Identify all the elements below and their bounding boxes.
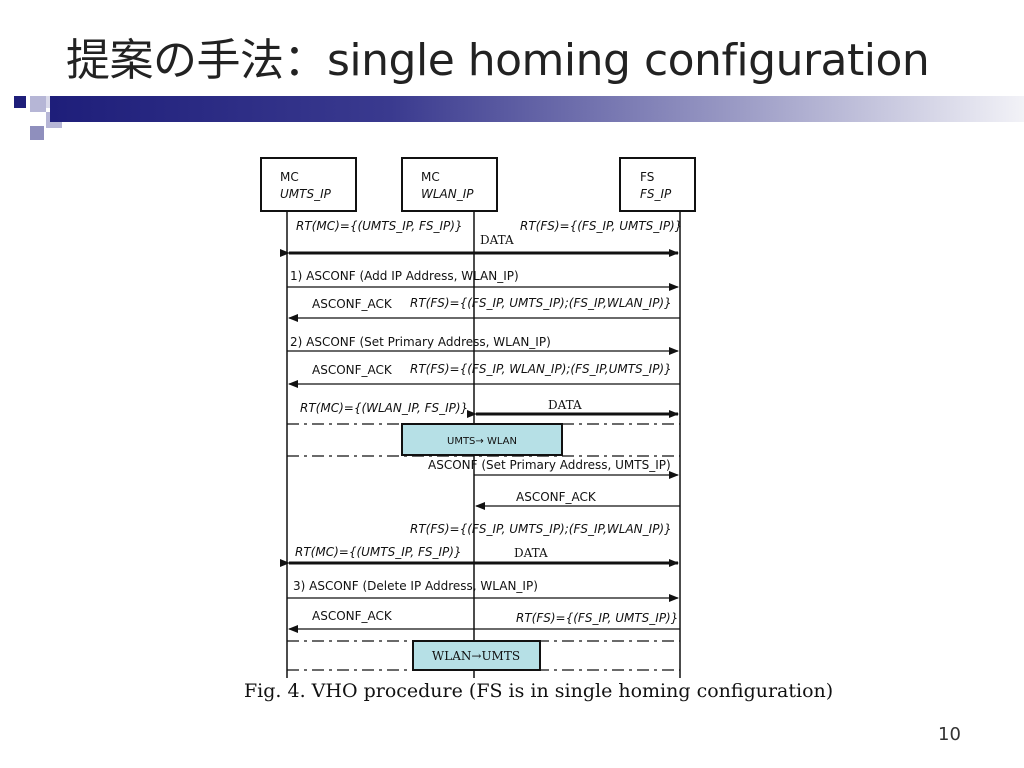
figure-caption: Fig. 4. VHO procedure (FS is in single h… (244, 680, 834, 702)
handover-box (412, 640, 541, 671)
routing-table-label: RT(FS)={(FS_IP, WLAN_IP);(FS_IP,UMTS_IP)… (410, 362, 672, 376)
entity-ip: WLAN_IP (421, 187, 474, 201)
ack-label: ASCONF_ACK (516, 490, 597, 504)
data-label: DATA (548, 398, 582, 412)
handover-label: UMTS→ WLAN (447, 436, 517, 447)
routing-table-label: RT(FS)={(FS_IP, UMTS_IP)} (520, 219, 682, 233)
message-label: 3) ASCONF (Delete IP Address, WLAN_IP) (293, 579, 538, 593)
message-label: 2) ASCONF (Set Primary Address, WLAN_IP) (290, 335, 551, 349)
entity-ip: FS_IP (640, 187, 672, 201)
routing-table-label: RT(MC)={(UMTS_IP, FS_IP)} (295, 545, 462, 559)
data-label: DATA (480, 233, 514, 247)
handover-box (401, 423, 563, 456)
deco-square (14, 96, 26, 108)
routing-table-label: RT(FS)={(FS_IP, UMTS_IP);(FS_IP,WLAN_IP)… (410, 296, 672, 310)
handover-label: WLAN→UMTS (432, 649, 520, 663)
ack-label: ASCONF_ACK (312, 297, 393, 311)
entity-box-mc-wlan: MC WLAN_IP (401, 157, 498, 212)
entity-name: MC (280, 170, 299, 184)
entity-ip: UMTS_IP (280, 187, 332, 201)
ack-label: ASCONF_ACK (312, 363, 393, 377)
message-label: ASCONF (Set Primary Address, UMTS_IP) (428, 458, 671, 472)
routing-table-label: RT(MC)={(UMTS_IP, FS_IP)} (296, 219, 463, 233)
deco-square (30, 126, 44, 140)
page-number: 10 (938, 724, 961, 745)
entity-name: FS (640, 170, 654, 184)
ack-label: ASCONF_ACK (312, 609, 393, 623)
routing-table-label: RT(FS)={(FS_IP, UMTS_IP);(FS_IP,WLAN_IP)… (410, 522, 672, 536)
entity-box-fs: FS FS_IP (619, 157, 696, 212)
routing-table-label: RT(MC)={(WLAN_IP, FS_IP)} (300, 401, 468, 415)
slide-title: 提案の手法：single homing configuration (66, 35, 930, 86)
deco-square (30, 96, 46, 112)
data-label: DATA (514, 546, 548, 560)
entity-box-mc-umts: MC UMTS_IP (260, 157, 357, 212)
title-bar (50, 96, 1024, 122)
routing-table-label: RT(FS)={(FS_IP, UMTS_IP)} (516, 611, 678, 625)
message-label: 1) ASCONF (Add IP Address, WLAN_IP) (290, 269, 519, 283)
entity-name: MC (421, 170, 440, 184)
